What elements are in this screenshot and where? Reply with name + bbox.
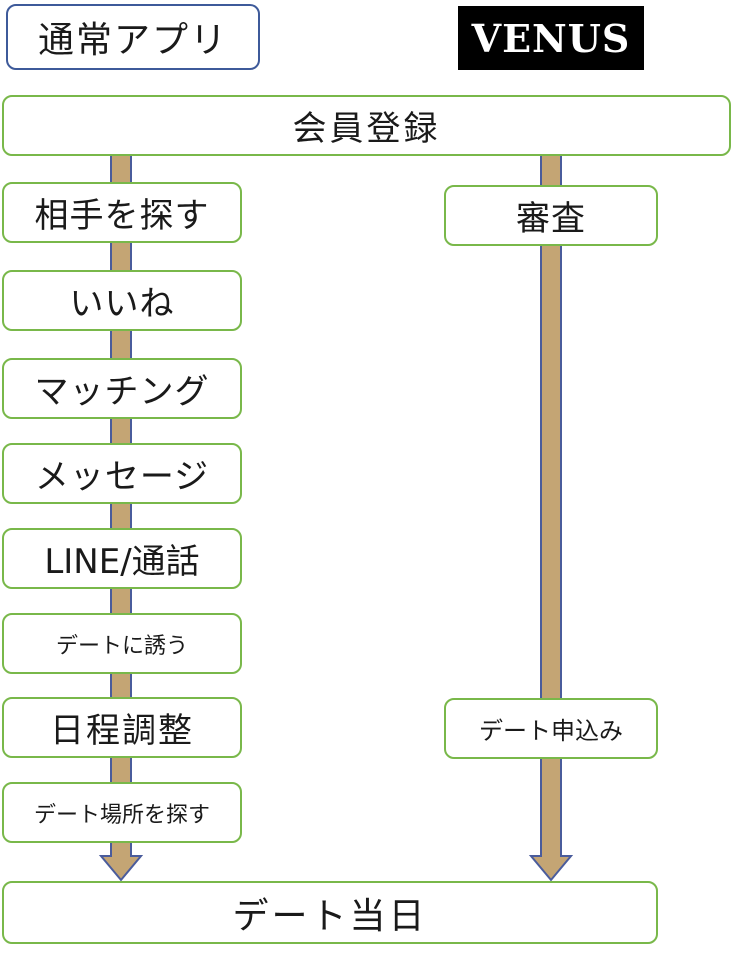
step-invite-date: デートに誘う — [2, 613, 242, 674]
step-label: マッチング — [34, 372, 210, 412]
step-label: 審査 — [516, 199, 586, 239]
step-label: デート場所を探す — [33, 802, 210, 828]
step-matching: マッチング — [2, 358, 242, 419]
right-flow-arrow — [528, 149, 574, 882]
step-schedule: 日程調整 — [2, 697, 242, 758]
step-label: いいね — [69, 284, 175, 324]
step-message: メッセージ — [2, 443, 242, 504]
step-date-application: デート申込み — [444, 698, 658, 759]
step-label: デート申込み — [479, 717, 623, 745]
step-screening: 審査 — [444, 185, 658, 246]
step-like: いいね — [2, 270, 242, 331]
step-member-registration: 会員登録 — [2, 95, 731, 156]
step-label: デートに誘う — [55, 633, 188, 659]
legend-normal-app: 通常アプリ — [6, 4, 260, 70]
step-label: 相手を探す — [34, 196, 210, 236]
step-search-partner: 相手を探す — [2, 182, 242, 243]
left-flow-arrow — [98, 149, 144, 882]
legend-venus-logo: VENUS — [458, 6, 644, 70]
step-label: デート当日 — [232, 895, 428, 937]
legend-venus-label: VENUS — [471, 15, 631, 61]
step-find-date-place: デート場所を探す — [2, 782, 242, 843]
step-label: 日程調整 — [50, 711, 194, 751]
step-label: LINE/通話 — [44, 542, 200, 582]
legend-normal-app-label: 通常アプリ — [37, 20, 228, 61]
step-line-call: LINE/通話 — [2, 528, 242, 589]
step-date-day: デート当日 — [2, 881, 658, 944]
step-label: メッセージ — [34, 457, 210, 497]
step-label: 会員登録 — [292, 109, 441, 149]
